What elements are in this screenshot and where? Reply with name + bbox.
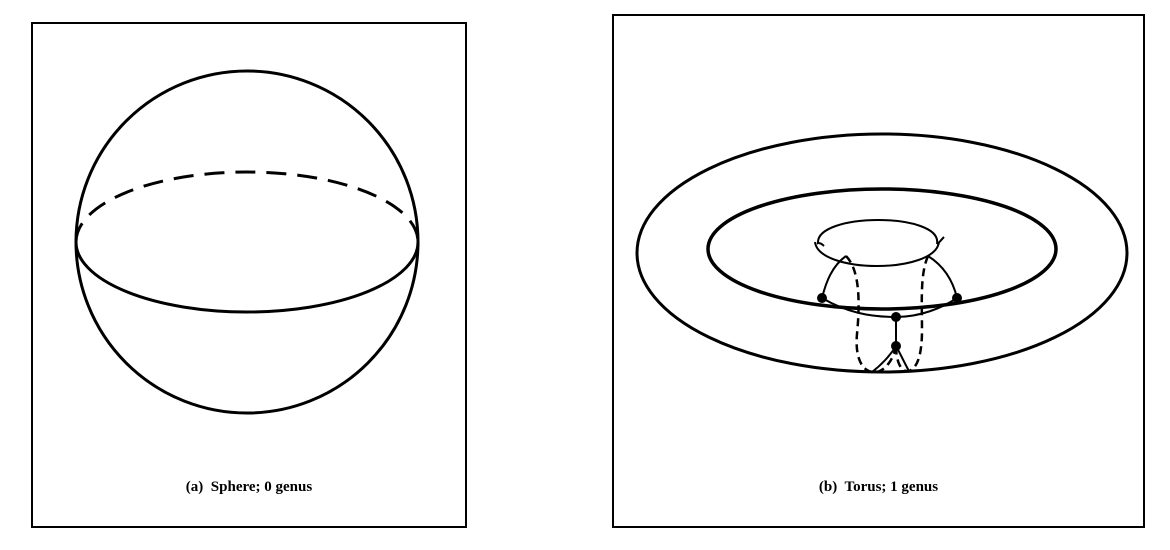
torus-drawing xyxy=(635,132,1129,374)
sphere-caption: (a) Sphere; 0 genus xyxy=(185,479,313,495)
sphere-panel: (a) Sphere; 0 genus xyxy=(31,22,467,528)
torus-right-arc xyxy=(927,255,958,299)
torus-hole-outline xyxy=(706,187,1058,311)
torus-left-dashed-loop xyxy=(845,255,898,374)
sphere-outline xyxy=(74,69,420,415)
torus-outer-outline xyxy=(635,132,1129,374)
torus-left-vertex xyxy=(817,293,827,303)
sphere-equator-front xyxy=(74,241,420,314)
torus-right-dashed-loop xyxy=(894,255,930,373)
torus-left-ear xyxy=(816,242,825,247)
torus-caption: (b) Torus; 1 genus xyxy=(818,479,939,495)
sphere-equator-back-dashed xyxy=(74,170,420,243)
torus-center-upper-vertex xyxy=(891,312,901,322)
torus-right-vertex xyxy=(952,293,962,303)
sphere-drawing xyxy=(74,69,420,415)
torus-inner-top-curve xyxy=(816,219,939,245)
torus-panel: (b) Torus; 1 genus xyxy=(612,14,1145,528)
torus-center-lower-vertex xyxy=(891,341,901,351)
torus-right-ear xyxy=(936,236,945,245)
torus-inner-bottom-curve xyxy=(814,241,940,267)
